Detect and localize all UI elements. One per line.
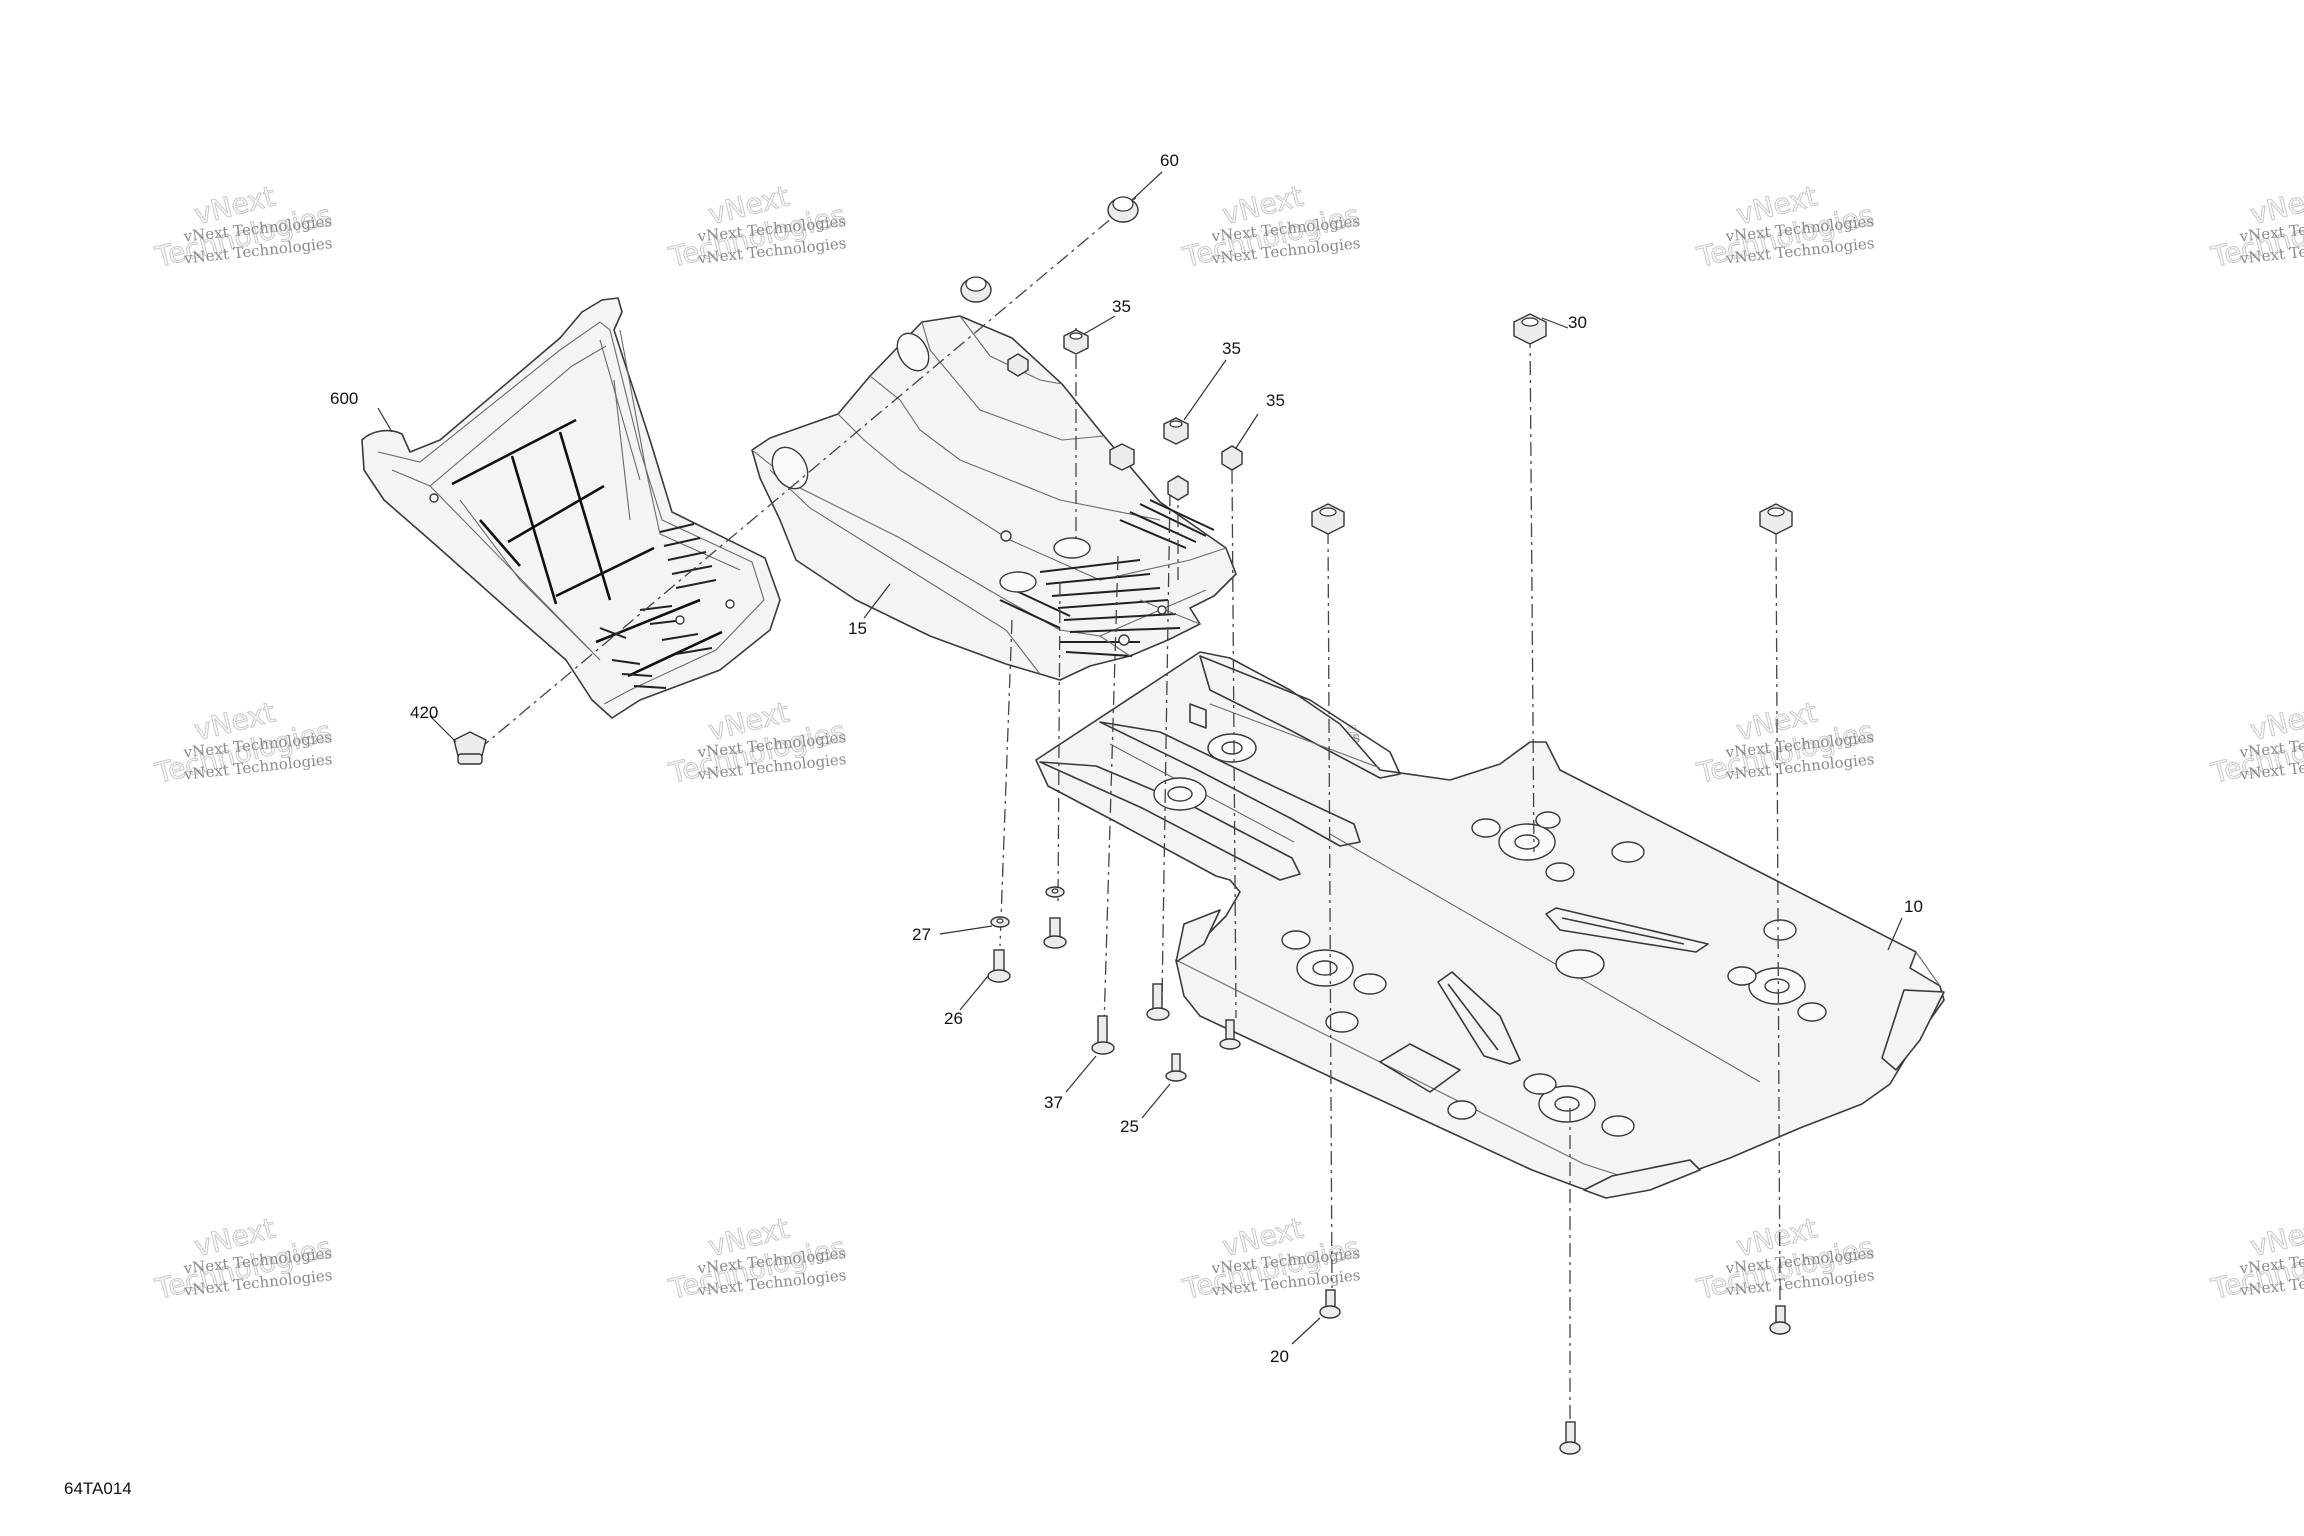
hardware-20-bolt-c[interactable] bbox=[1559, 1421, 1581, 1455]
assembly-axes bbox=[477, 195, 1781, 1420]
hardware-35-nut-e[interactable] bbox=[1221, 445, 1243, 471]
hardware-30-nut-a[interactable] bbox=[1513, 313, 1547, 345]
callout-26: 26 bbox=[944, 1009, 963, 1028]
callout-35: 35 bbox=[1266, 391, 1285, 410]
callout-10: 10 bbox=[1904, 897, 1923, 916]
callout-420: 420 bbox=[410, 703, 438, 722]
callout-37: 37 bbox=[1044, 1093, 1063, 1112]
callout-labels: 60 35 35 35 30 600 15 420 10 27 26 37 25… bbox=[330, 151, 1923, 1366]
hardware-35-nut-c[interactable] bbox=[1163, 417, 1189, 445]
hardware-35-nut-a[interactable] bbox=[1063, 329, 1089, 355]
hardware-35-nut-f[interactable] bbox=[1167, 475, 1189, 501]
hardware-35-nut-b[interactable] bbox=[1007, 353, 1029, 377]
leader-lines bbox=[377, 171, 1903, 1345]
hardware-20-bolt-b[interactable] bbox=[1769, 1305, 1791, 1335]
callout-600: 600 bbox=[330, 389, 358, 408]
callout-20: 20 bbox=[1270, 1347, 1289, 1366]
part-10-main-skid-plate[interactable] bbox=[1035, 651, 1945, 1199]
hardware-30-nut-b[interactable] bbox=[1311, 503, 1345, 535]
callout-30: 30 bbox=[1568, 313, 1587, 332]
callout-35: 35 bbox=[1112, 297, 1131, 316]
hardware-27-washer-b[interactable] bbox=[1045, 886, 1065, 898]
callout-27: 27 bbox=[912, 925, 931, 944]
hardware-30-nut-c[interactable] bbox=[1759, 503, 1793, 535]
hardware-27-washer-a[interactable] bbox=[990, 916, 1010, 928]
callout-60: 60 bbox=[1160, 151, 1179, 170]
hardware-25-bolt-a[interactable] bbox=[1165, 1053, 1187, 1082]
hardware-37-bolt-b[interactable] bbox=[1146, 983, 1170, 1021]
callout-35: 35 bbox=[1222, 339, 1241, 358]
part-15-skid-plate[interactable] bbox=[751, 315, 1237, 681]
hardware-25-bolt-b[interactable] bbox=[1219, 1019, 1241, 1050]
diagram-reference-code: 64TA014 bbox=[64, 1479, 132, 1498]
hardware-420-screw[interactable] bbox=[453, 731, 487, 765]
callout-25: 25 bbox=[1120, 1117, 1139, 1136]
hardware-26-bolt-b[interactable] bbox=[1043, 917, 1067, 949]
callout-15: 15 bbox=[848, 619, 867, 638]
hardware-37-bolt-a[interactable] bbox=[1091, 1015, 1115, 1055]
hardware-20-bolt-a[interactable] bbox=[1319, 1289, 1341, 1319]
part-600-front-guard[interactable] bbox=[361, 297, 781, 719]
hardware-60-grommet-lower[interactable] bbox=[960, 276, 992, 303]
hardware-60-grommet-upper[interactable] bbox=[1107, 196, 1139, 223]
hardware-35-nut-d[interactable] bbox=[1109, 443, 1135, 471]
hardware-26-bolt-a[interactable] bbox=[987, 949, 1011, 983]
